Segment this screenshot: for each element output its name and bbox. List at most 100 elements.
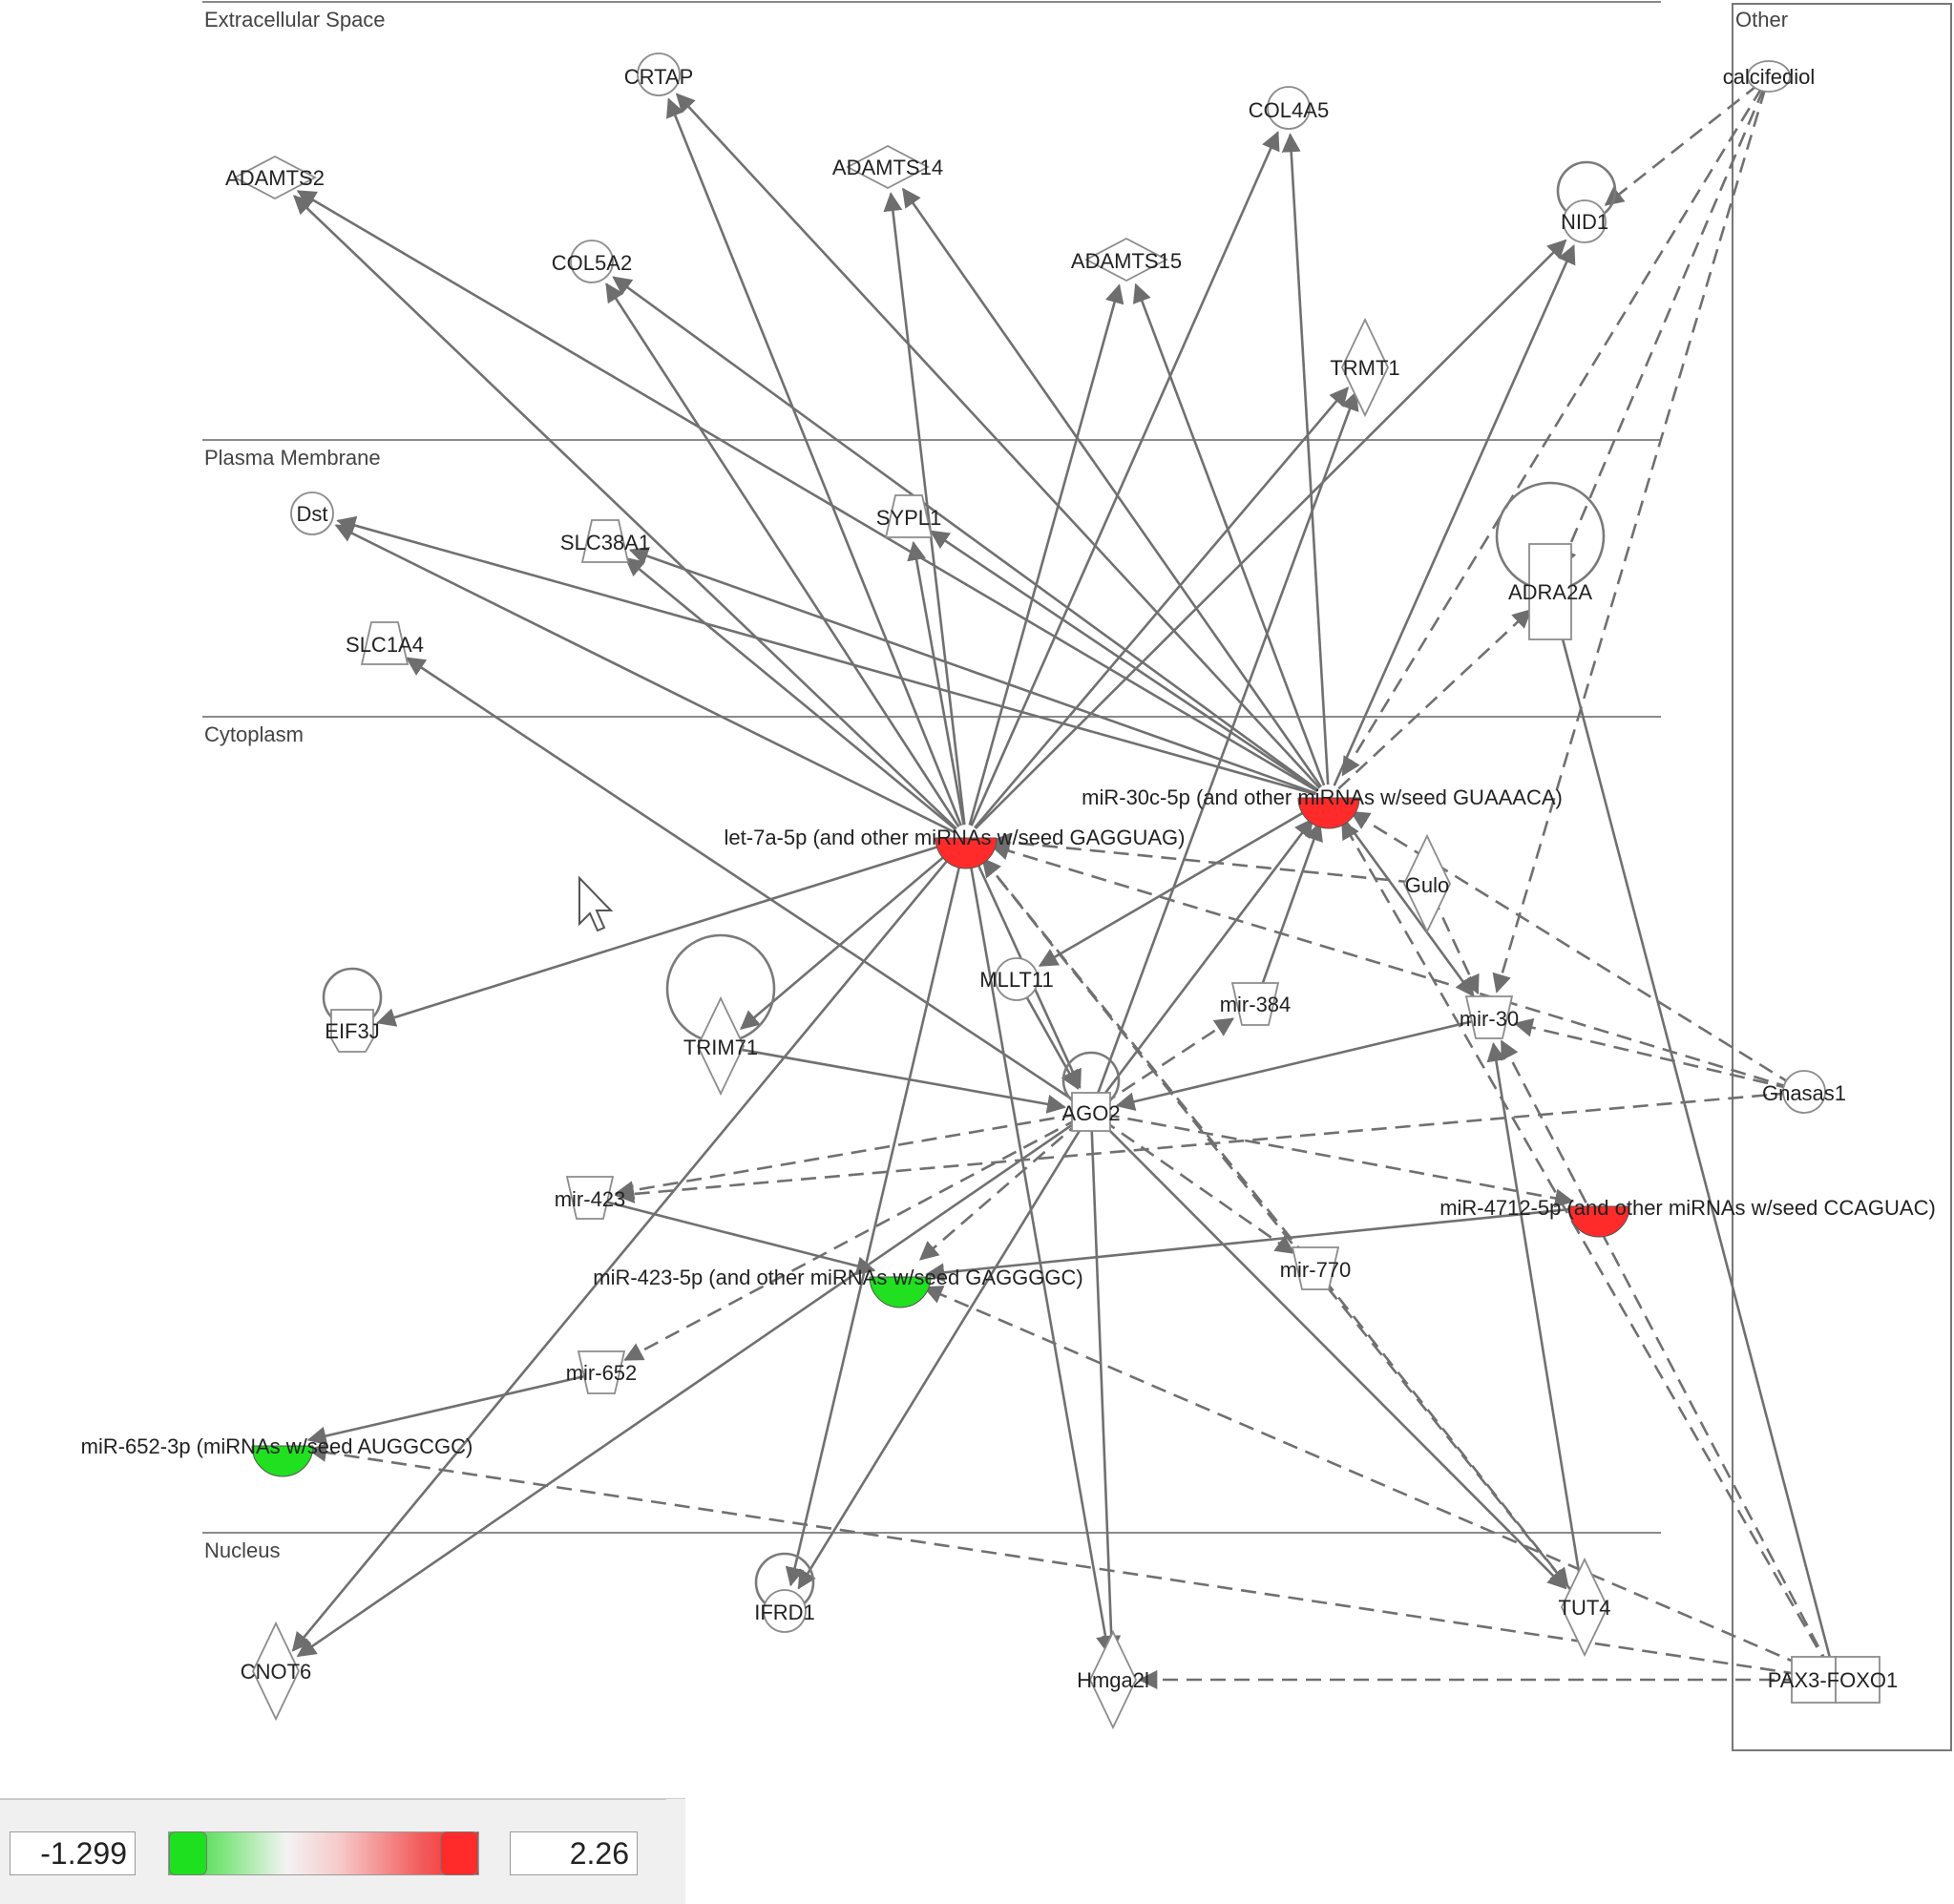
edge-tut4-to-let7a — [981, 857, 1578, 1598]
node-shape-hmga2 — [1089, 1629, 1137, 1730]
node-adamts14[interactable]: ADAMTS14 — [832, 144, 943, 190]
node-ago2[interactable]: AGO2 — [1061, 1051, 1121, 1132]
edge-calcifediol-to-nid1 — [1604, 83, 1759, 206]
node-label-let7a: let-7a-5p (and other miRNAs w/seed GAGGU… — [725, 826, 1186, 849]
edge-mir384-to-mir30c — [1258, 821, 1323, 993]
node-label-crtap: CRTAP — [624, 65, 694, 89]
node-mir770[interactable]: mir-770 — [1280, 1246, 1352, 1290]
edge-calcifediol-to-mir30 — [1492, 89, 1767, 994]
node-calcifediol[interactable]: calcifediol — [1723, 60, 1816, 93]
node-pax3foxo1[interactable]: PAX3-FOXO1 — [1768, 1656, 1899, 1704]
node-shape-col5a2 — [570, 240, 614, 283]
layer-label-cytoplasm: Cytoplasm — [204, 722, 304, 746]
node-shape-mir652-3p-fill — [251, 1446, 314, 1477]
edge-mir30c-to-slc38a1 — [628, 547, 1317, 795]
node-shape-dst — [290, 492, 334, 535]
node-shape-cnot6 — [252, 1621, 300, 1722]
layer-label-extracellular: Extracellular Space — [204, 8, 386, 31]
edge-let7a-to-adamts2 — [293, 195, 957, 830]
node-col5a2[interactable]: COL5A2 — [552, 240, 632, 283]
edge-pax3foxo1-to-mir423-5p — [923, 1286, 1824, 1676]
edge-ago2-to-mir423 — [614, 1113, 1079, 1201]
edge-let7a-to-cnot6 — [291, 847, 959, 1652]
node-dst[interactable]: Dst — [290, 492, 334, 535]
node-trim71[interactable]: TRIM71 — [665, 933, 776, 1097]
node-crtap[interactable]: CRTAP — [624, 52, 694, 96]
node-label-hmga2: Hmga2l — [1077, 1668, 1149, 1692]
node-label-adamts15: ADAMTS15 — [1071, 249, 1182, 273]
node-shape-mir423-5p-fill — [869, 1277, 932, 1308]
edge-let7a-to-col4a5 — [970, 131, 1280, 826]
edge-let7a-to-ifrd1 — [785, 850, 965, 1587]
node-label-cnot6: CNOT6 — [241, 1660, 312, 1684]
edge-calcifediol-to-mir30c — [1341, 87, 1763, 777]
node-mir652[interactable]: mir-652 — [566, 1350, 638, 1394]
edge-mir770-to-let7a — [981, 857, 1309, 1259]
layer-label-plasma: Plasma Membrane — [204, 446, 381, 470]
node-nid1[interactable]: NID1 — [1556, 160, 1617, 243]
edge-mir30c-to-col5a2 — [612, 276, 1319, 791]
node-shape-tut4 — [1561, 1557, 1608, 1658]
node-mir384[interactable]: mir-384 — [1220, 982, 1292, 1026]
node-label-trim71: TRIM71 — [683, 1036, 758, 1059]
node-label-mir770: mir-770 — [1280, 1258, 1352, 1282]
node-let7a[interactable]: let-7a-5p (and other miRNAs w/seed GAGGU… — [725, 807, 1186, 869]
edge-tut4-to-mir30 — [1486, 1041, 1585, 1595]
node-tut4[interactable]: TUT4 — [1559, 1557, 1611, 1658]
node-adra2a[interactable]: ADRA2A — [1495, 481, 1606, 640]
mouse-cursor-icon — [578, 875, 614, 932]
node-adamts15[interactable]: ADAMTS15 — [1071, 237, 1182, 282]
edge-ago2-to-hmga2 — [1090, 1124, 1122, 1655]
node-mir652-3p[interactable]: miR-652-3p (miRNAs w/seed AUGGCGC) — [81, 1415, 473, 1477]
edge-gnasas1-to-let7a — [990, 841, 1792, 1090]
node-shape-let7a-fill — [935, 838, 998, 869]
node-shape-mir4712-fill — [1567, 1206, 1630, 1238]
node-shape-gnasas1 — [1782, 1070, 1826, 1114]
edge-mir30c-to-dst — [336, 515, 1316, 796]
node-mir30c[interactable]: miR-30c-5p (and other miRNAs w/seed GUAA… — [1082, 767, 1563, 829]
layer-box-other — [1732, 3, 1952, 1751]
node-mllt11[interactable]: MLLT11 — [979, 957, 1054, 1001]
node-mir423-5p[interactable]: miR-423-5p (and other miRNAs w/seed GAGG… — [593, 1246, 1083, 1308]
node-gulo[interactable]: Gulo — [1403, 833, 1451, 934]
legend-max-value[interactable]: 2.26 — [510, 1831, 638, 1875]
node-slc38a1[interactable]: SLC38A1 — [560, 519, 650, 563]
node-shape-pax3foxo1-left — [1791, 1656, 1837, 1704]
node-shape-mir384 — [1230, 982, 1280, 1026]
node-shape-pax3foxo1-right — [1835, 1656, 1880, 1704]
edge-mir30c-to-crtap — [675, 93, 1321, 789]
node-eif3j[interactable]: EIF3J — [322, 967, 383, 1053]
node-col4a5[interactable]: COL4A5 — [1249, 86, 1329, 130]
edge-ago2-to-mir4712 — [1103, 1113, 1575, 1208]
legend-min-handle[interactable] — [169, 1831, 207, 1875]
edge-mir30c-to-col4a5 — [1281, 133, 1330, 785]
node-shape-ifrd1 — [763, 1589, 807, 1633]
node-label-sypl1: SYPL1 — [876, 506, 942, 530]
layer-label-nucleus: Nucleus — [204, 1538, 280, 1562]
legend-max-handle[interactable] — [440, 1831, 478, 1875]
node-ifrd1[interactable]: IFRD1 — [754, 1552, 815, 1633]
node-mir30[interactable]: mir-30 — [1460, 995, 1519, 1039]
edge-gnasas1-to-mir30c — [1350, 810, 1794, 1086]
node-shape-col4a5 — [1267, 86, 1311, 130]
node-shape-mir652 — [577, 1350, 626, 1394]
node-trmt1[interactable]: TRMT1 — [1330, 317, 1400, 418]
legend-color-slider[interactable] — [168, 1831, 479, 1875]
edge-mir30c-to-adamts15 — [1132, 282, 1326, 786]
node-label-col4a5: COL4A5 — [1249, 98, 1329, 122]
edge-ago2-to-mir30c — [1098, 817, 1314, 1102]
node-slc1a4[interactable]: SLC1A4 — [346, 621, 424, 665]
node-cnot6[interactable]: CNOT6 — [241, 1621, 312, 1722]
node-hmga2[interactable]: Hmga2l — [1077, 1629, 1149, 1730]
legend-min-value[interactable]: -1.299 — [10, 1831, 136, 1875]
edge-ago2-to-mir423-5p — [918, 1119, 1082, 1261]
node-label-nid1: NID1 — [1561, 210, 1608, 234]
node-mir423[interactable]: mir-423 — [555, 1176, 626, 1220]
node-sypl1[interactable]: SYPL1 — [876, 494, 942, 538]
node-adamts2[interactable]: ADAMTS2 — [225, 155, 325, 200]
node-label-mllt11: MLLT11 — [979, 968, 1053, 992]
node-gnasas1[interactable]: Gnasas1 — [1762, 1070, 1846, 1114]
node-mir4712[interactable]: miR-4712-5p (and other miRNAs w/seed CCA… — [1439, 1176, 1936, 1238]
edge-mir30-to-ago2 — [1115, 1018, 1477, 1112]
